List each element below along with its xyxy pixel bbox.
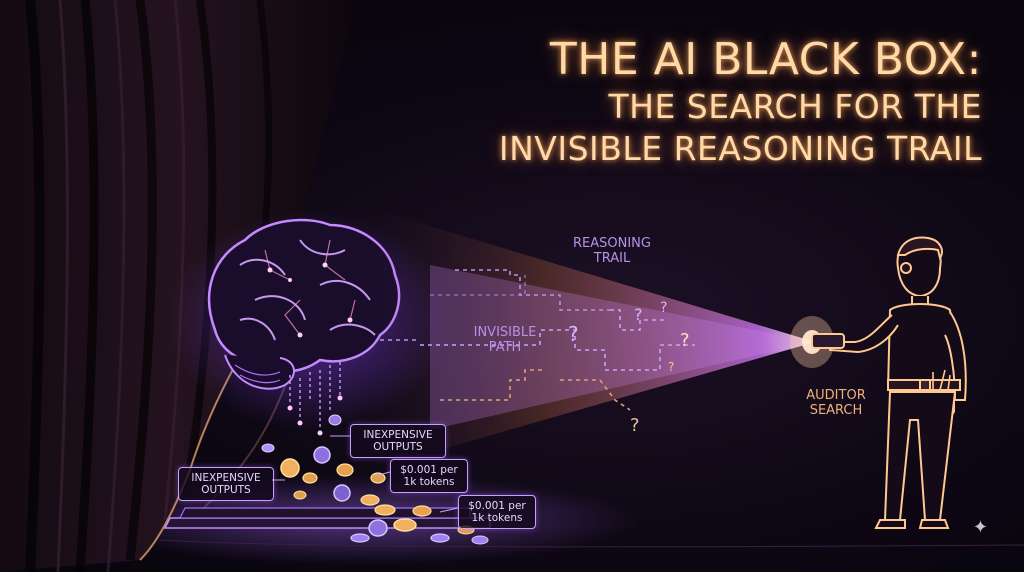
title-line-2: THE SEARCH FOR THE — [608, 87, 982, 126]
question-mark: ? — [568, 322, 579, 346]
title-line-3: INVISIBLE REASONING TRAIL — [498, 129, 982, 168]
question-mark: ? — [668, 360, 675, 374]
sparkle-icon: ✦ — [972, 517, 988, 538]
flashlight-beam — [360, 205, 834, 470]
reasoning-paths — [380, 269, 695, 411]
inexpensive-outputs-tag-upper: INEXPENSIVE OUTPUTS — [350, 424, 446, 458]
reasoning-trail-label: REASONING TRAIL — [573, 236, 651, 266]
page-title: THE AI BLACK BOX: THE SEARCH FOR THE INV… — [342, 34, 982, 170]
price-tag-upper: $0.001 per 1k tokens — [390, 459, 468, 493]
inexpensive-outputs-tag-lower: INEXPENSIVE OUTPUTS — [178, 467, 274, 501]
question-mark: ? — [680, 330, 690, 351]
invisible-path-label: INVISIBLE PATH — [473, 325, 537, 355]
question-mark: ? — [660, 300, 668, 316]
question-mark: ? — [634, 305, 643, 324]
auditor-search-label: AUDITOR SEARCH — [806, 388, 866, 418]
price-tag-lower: $0.001 per 1k tokens — [458, 495, 536, 529]
title-line-1: THE AI BLACK BOX: — [549, 34, 982, 85]
question-mark: ? — [630, 415, 640, 436]
auditor-figure — [811, 236, 967, 529]
stage-floor — [159, 539, 1024, 548]
